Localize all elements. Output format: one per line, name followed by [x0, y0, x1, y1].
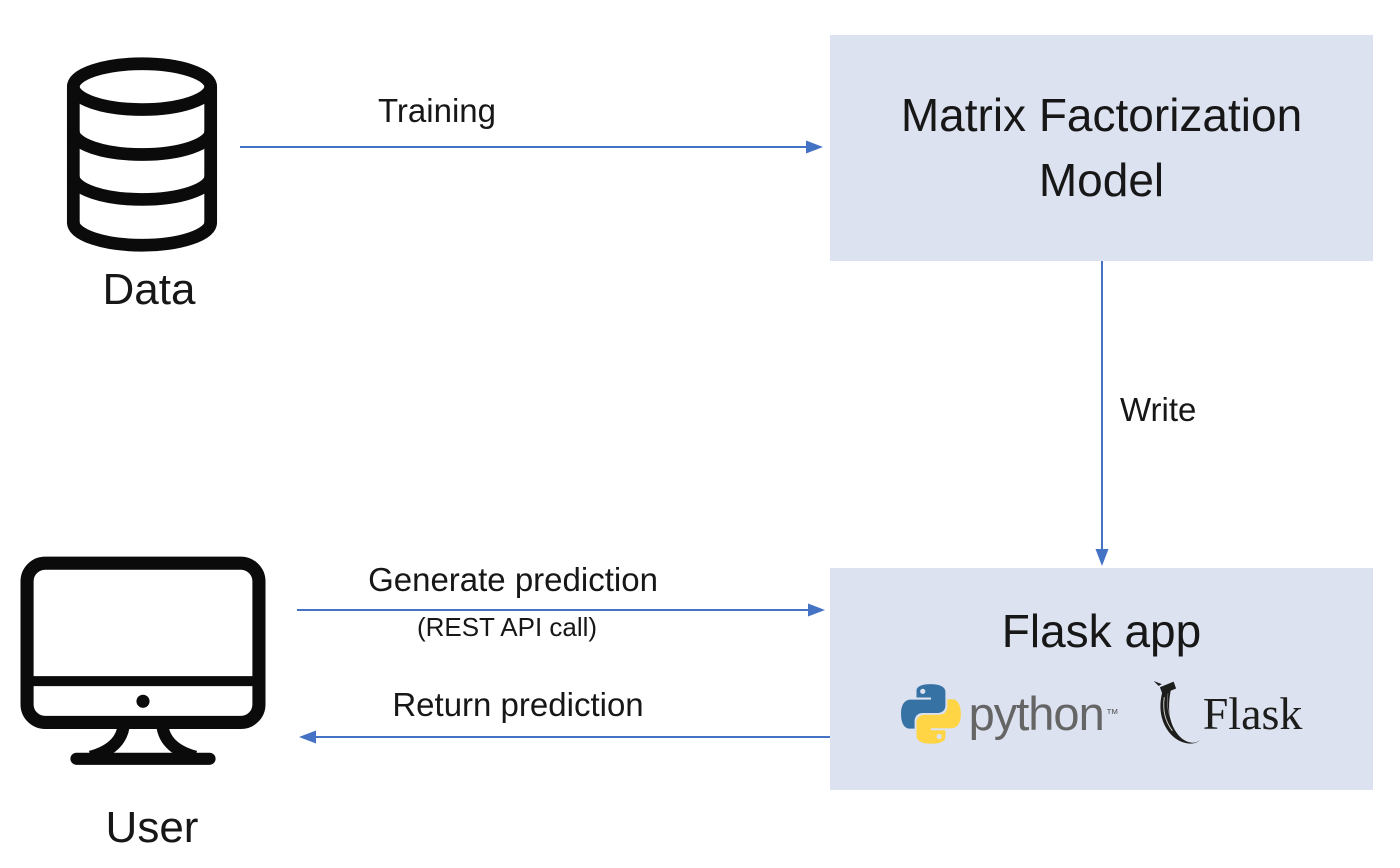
write-arrow — [1095, 261, 1109, 566]
monitor-icon — [20, 556, 266, 777]
generate-prediction-label: Generate prediction — [368, 561, 658, 598]
return-prediction-label: Return prediction — [392, 686, 644, 723]
database-icon — [57, 57, 227, 257]
user-label: User — [105, 803, 199, 852]
flask-wordmark: Flask — [1202, 687, 1303, 739]
training-label: Training — [378, 92, 496, 129]
return-prediction-arrow — [299, 730, 831, 744]
python-wordmark: python — [968, 687, 1105, 741]
flask-horn-icon — [1153, 680, 1200, 744]
model-box-title: Matrix Factorization Model — [900, 88, 1303, 206]
python-trademark: ™ — [1105, 706, 1119, 722]
data-label: Data — [102, 265, 196, 314]
flask-app-title: Flask app — [1001, 605, 1202, 657]
python-logo-icon — [900, 683, 961, 744]
model-box: Matrix Factorization Model — [830, 35, 1373, 261]
rest-api-call-label: (REST API call) — [416, 612, 598, 642]
training-arrow — [240, 140, 823, 154]
write-label: Write — [1120, 391, 1197, 428]
